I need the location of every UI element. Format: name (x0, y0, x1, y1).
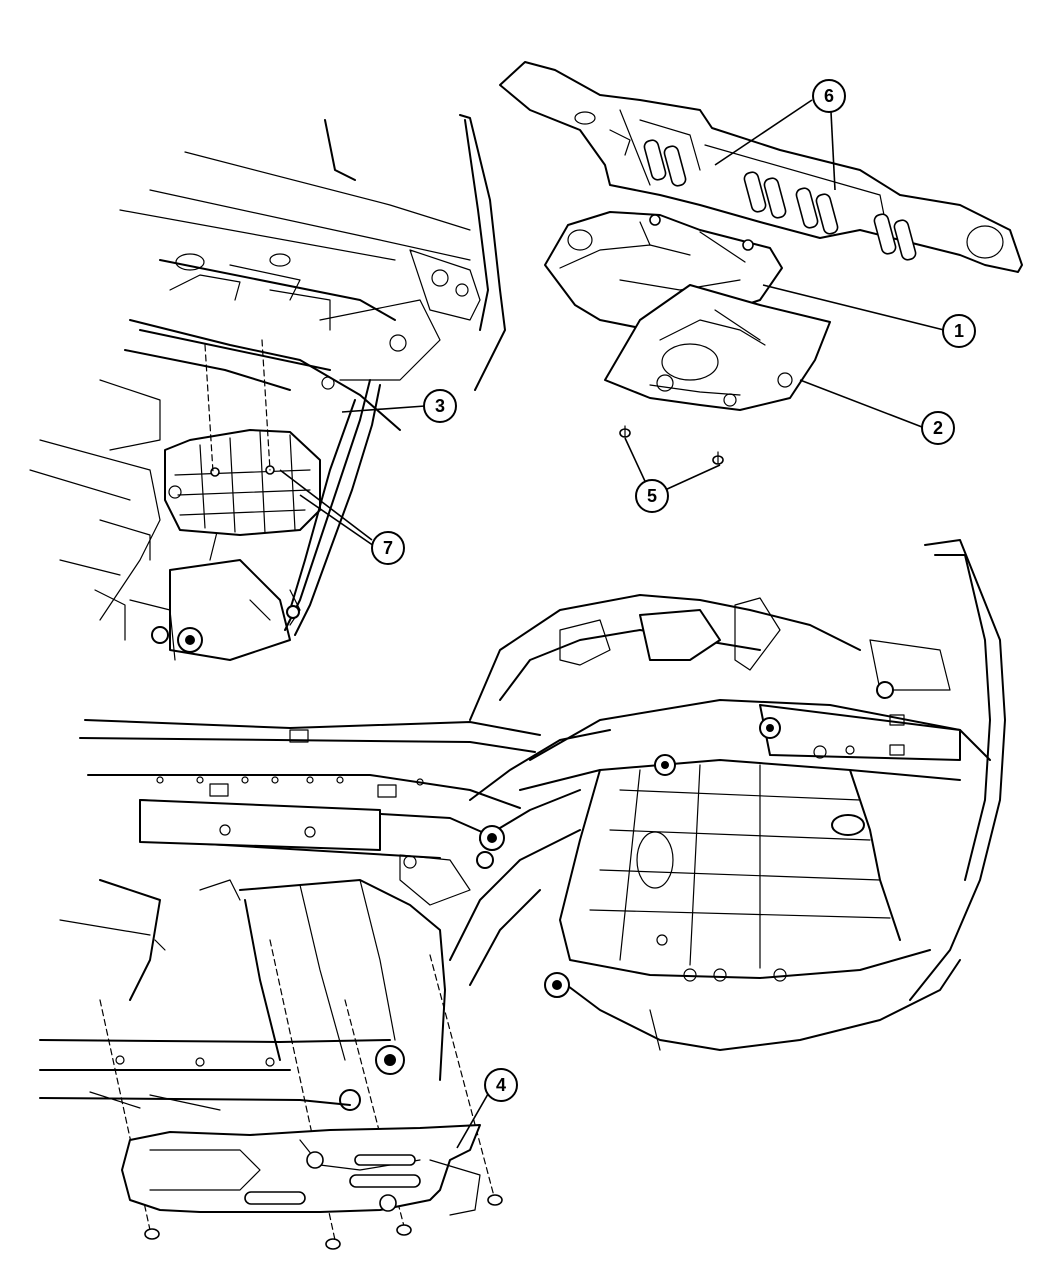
callout-1-label: 1 (954, 321, 964, 341)
callout-5: 5 (635, 479, 669, 513)
callout-leaders (279, 99, 945, 1149)
callout-4-label: 4 (496, 1075, 506, 1095)
callout-7-label: 7 (383, 538, 393, 558)
lower-underbody-view (39, 539, 1006, 1250)
callout-5-label: 5 (647, 486, 657, 506)
rail-holes (156, 776, 424, 786)
callout-4: 4 (484, 1068, 518, 1102)
callout-3-label: 3 (435, 396, 445, 416)
callout-7: 7 (371, 531, 405, 565)
callout-3: 3 (423, 389, 457, 423)
callout-1: 1 (942, 314, 976, 348)
upper-left-underbody-view (29, 114, 506, 661)
upper-right-exploded-shields (499, 61, 1023, 465)
callout-6-label: 6 (824, 86, 834, 106)
part6-ribs (643, 139, 917, 261)
callout-6: 6 (812, 79, 846, 113)
callout-2-label: 2 (933, 418, 943, 438)
callout-2: 2 (921, 411, 955, 445)
